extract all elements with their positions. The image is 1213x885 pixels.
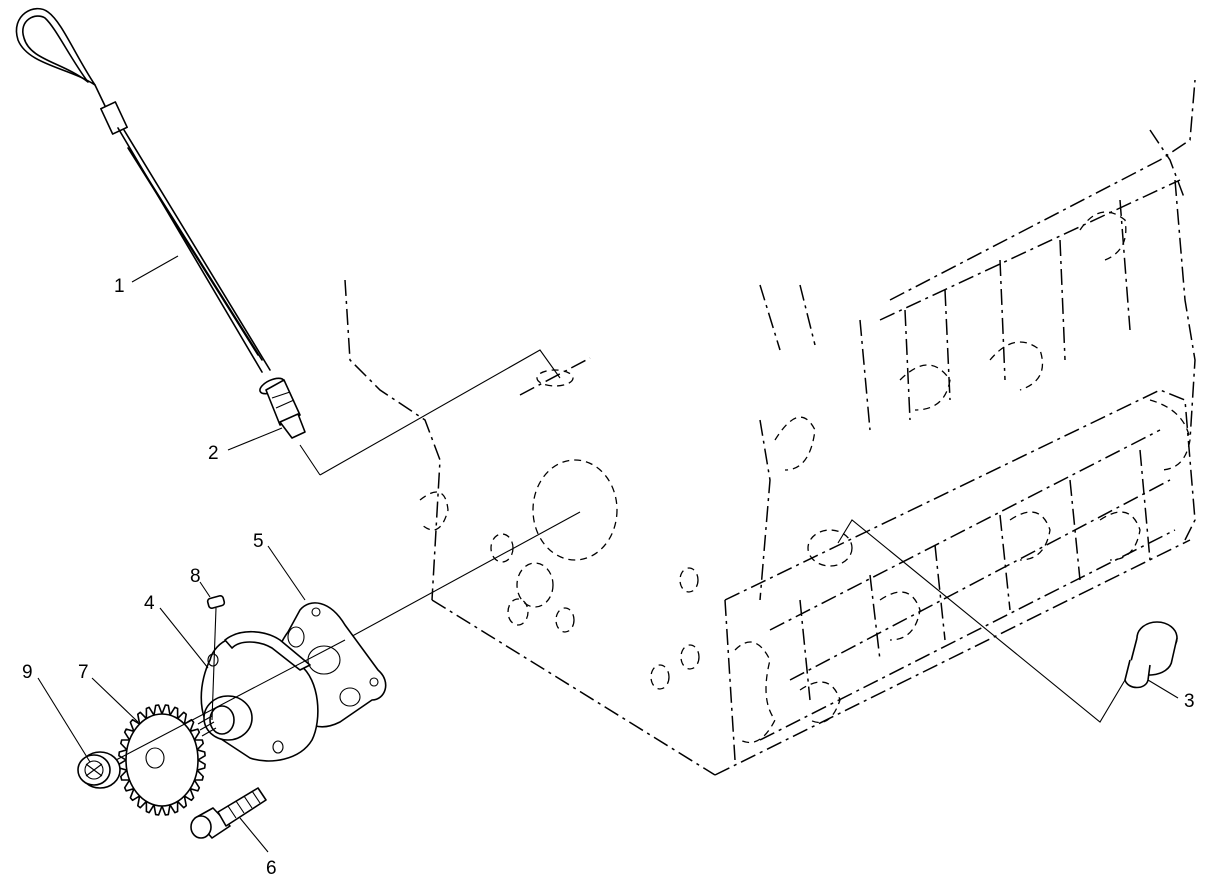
callout-9: 9 bbox=[22, 662, 33, 683]
relief-valve-plug bbox=[190, 787, 267, 839]
callout-8: 8 bbox=[190, 566, 201, 587]
callout-2: 2 bbox=[208, 443, 219, 464]
drain-plug bbox=[1124, 621, 1178, 689]
callout-4: 4 bbox=[144, 593, 155, 614]
callout-5: 5 bbox=[253, 531, 264, 552]
dipstick-guide-tube bbox=[259, 377, 306, 439]
callout-1: 1 bbox=[114, 276, 125, 297]
callout-7: 7 bbox=[78, 662, 89, 683]
shaft-centerline bbox=[115, 639, 346, 761]
dipstick bbox=[15, 7, 271, 373]
callout-leaders bbox=[37, 255, 1179, 853]
engine-block-outline bbox=[344, 79, 1196, 776]
assembly-leader-lines bbox=[299, 349, 1126, 723]
callout-6: 6 bbox=[266, 858, 277, 879]
drive-gear bbox=[118, 704, 206, 816]
callout-labels: 1 2 3 4 5 6 7 8 9 bbox=[22, 276, 1195, 879]
key-alignment-line bbox=[211, 607, 217, 721]
oil-pump-body bbox=[197, 630, 319, 762]
gear-nut bbox=[77, 751, 121, 789]
callout-3: 3 bbox=[1184, 691, 1195, 712]
woodruff-key bbox=[206, 594, 226, 610]
